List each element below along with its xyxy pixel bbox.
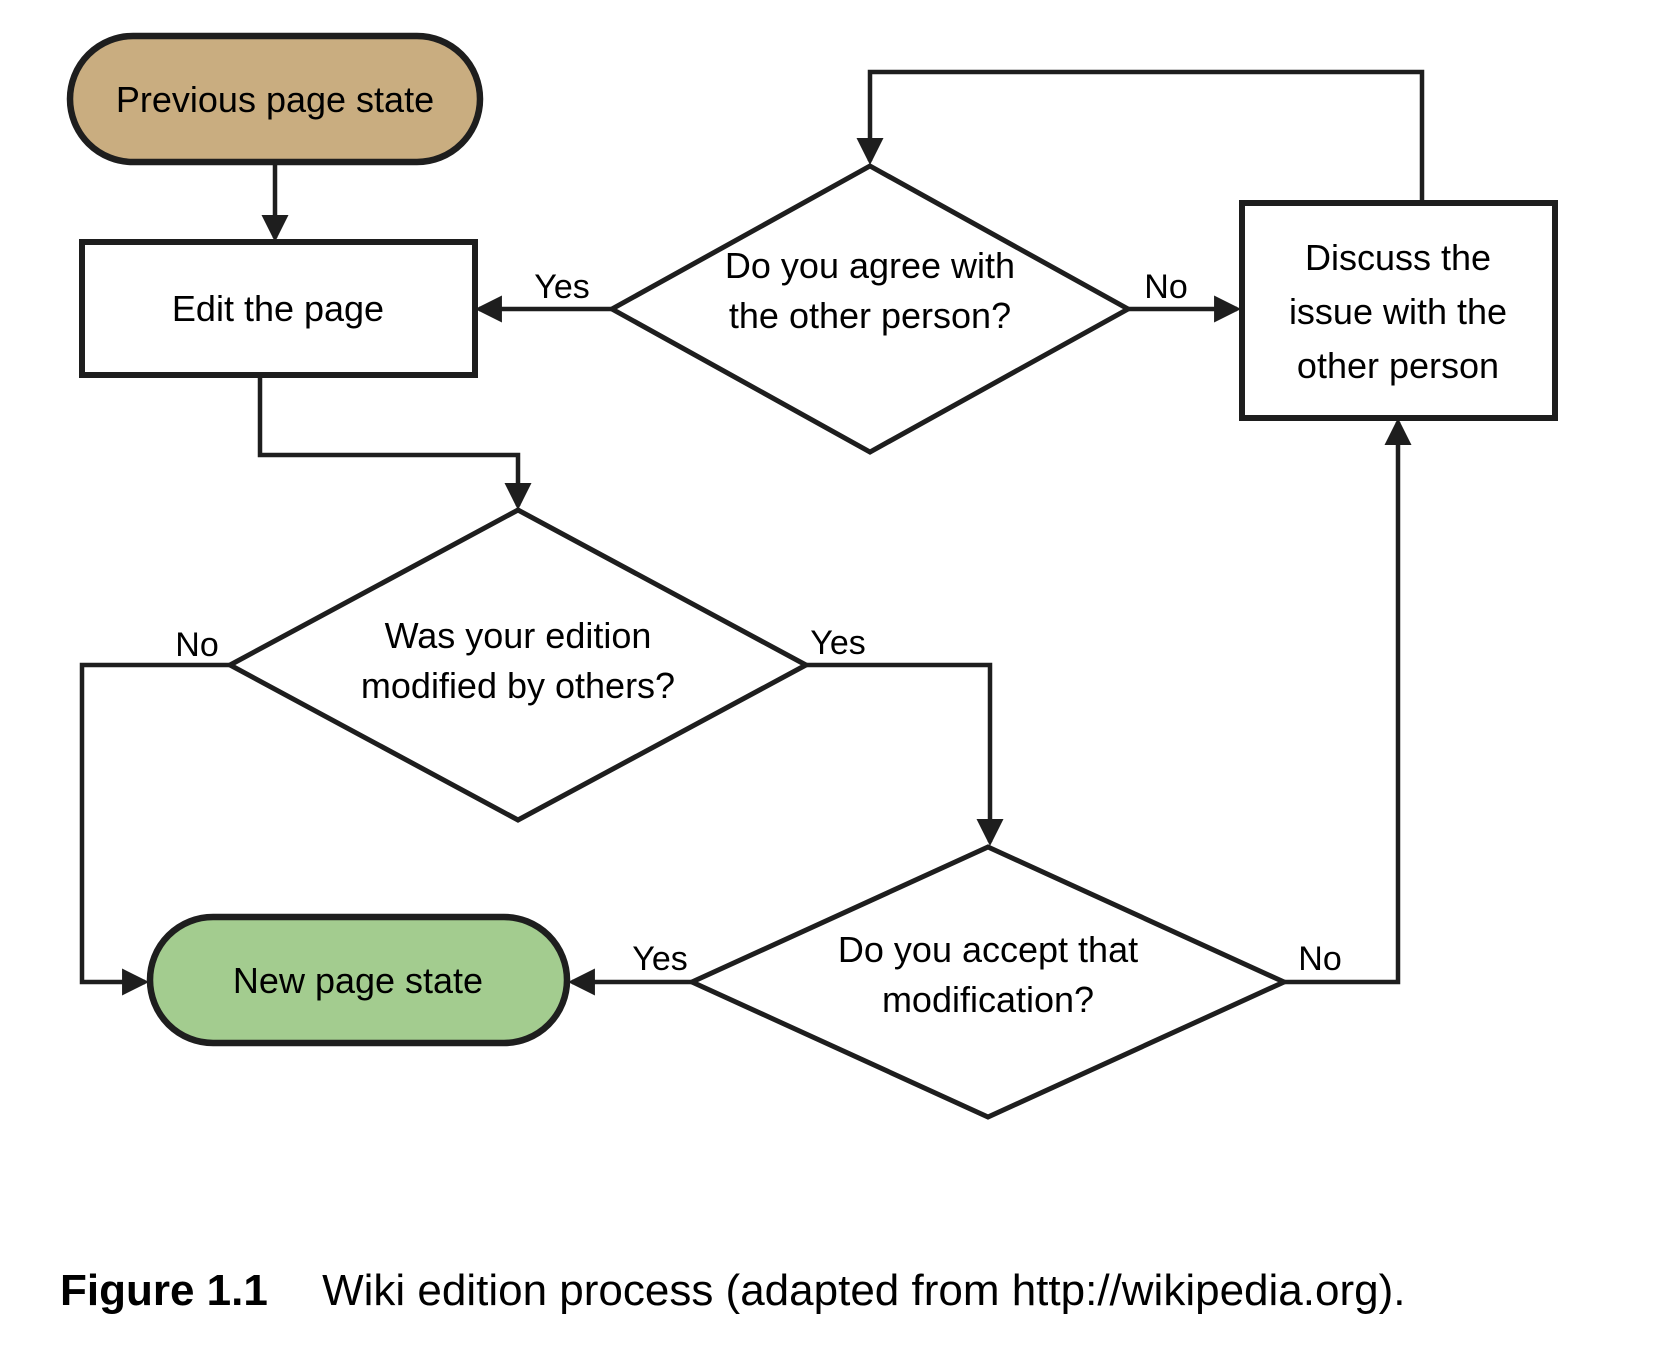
edge-label-modified-no: No <box>175 626 218 664</box>
edit-page-label: Edit the page <box>172 288 384 329</box>
modified-decision-label-line2: modified by others? <box>361 665 675 706</box>
edge-label-modified-yes: Yes <box>810 624 865 662</box>
edge-labels: Yes No No Yes Yes No <box>175 268 1341 978</box>
accept-decision-label-line2: modification? <box>882 979 1094 1020</box>
edge-label-agree-yes: Yes <box>534 268 589 306</box>
node-edit-page: Edit the page <box>79 239 478 378</box>
edge-modified-yes <box>806 662 1004 847</box>
figure-caption-text: Wiki edition process (adapted from http:… <box>322 1266 1405 1315</box>
edge-label-accept-no: No <box>1298 940 1341 978</box>
discuss-issue-label-line2: issue with the <box>1289 291 1507 332</box>
previous-page-state-shape <box>66 32 484 166</box>
agree-decision-label-line2: the other person? <box>729 295 1011 336</box>
edge-label-agree-no: No <box>1144 268 1187 306</box>
discuss-issue-label-line1: Discuss the <box>1305 237 1491 278</box>
node-previous-page-state: Previous page state <box>66 32 484 166</box>
accept-decision-label-line1: Do you accept that <box>838 929 1138 970</box>
discuss-issue-label-line3: other person <box>1297 345 1499 386</box>
node-new-page-state: New page state <box>146 913 571 1047</box>
node-agree-decision: Do you agree with the other person? <box>606 163 1134 455</box>
discuss-issue-shape <box>1239 200 1558 421</box>
node-accept-decision: Do you accept that modification? <box>685 844 1291 1120</box>
node-discuss-issue: Discuss the issue with the other person <box>1239 200 1558 421</box>
edges <box>79 69 1425 996</box>
edge-discuss-loop-to-agree <box>856 69 1425 203</box>
edge-edit-to-modified <box>257 375 532 511</box>
edit-page-shape <box>79 239 478 378</box>
accept-decision-shape <box>685 844 1291 1120</box>
edge-label-accept-yes: Yes <box>632 940 687 978</box>
agree-decision-shape <box>606 163 1134 455</box>
modified-decision-label-line1: Was your edition <box>385 615 652 656</box>
new-page-state-label: New page state <box>233 960 483 1001</box>
edge-modified-no <box>79 662 230 996</box>
figure-caption-number: Figure 1.1 <box>60 1266 268 1315</box>
node-modified-decision: Was your edition modified by others? <box>224 507 812 823</box>
modified-decision-shape <box>224 507 812 823</box>
agree-decision-label-line1: Do you agree with <box>725 245 1015 286</box>
new-page-state-shape <box>146 913 571 1047</box>
edge-accept-no <box>1284 417 1412 985</box>
figure-caption: Figure 1.1 Wiki edition process (adapted… <box>60 1266 1405 1315</box>
previous-page-state-label: Previous page state <box>116 79 434 120</box>
